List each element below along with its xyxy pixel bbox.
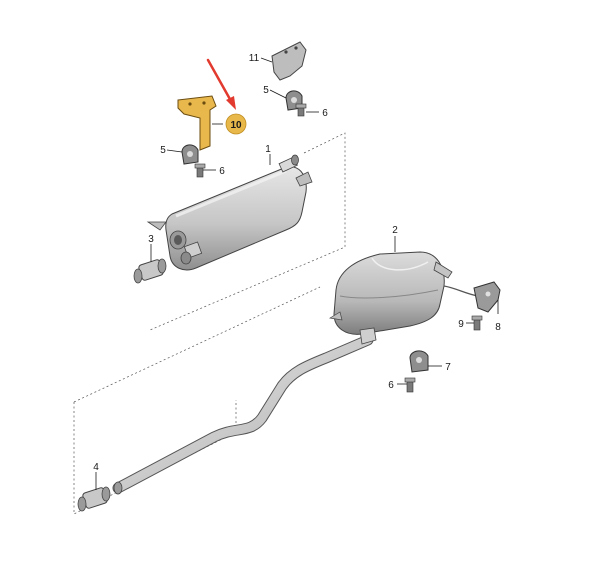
- callout-7: 7: [445, 362, 451, 373]
- exhaust-pipe: [112, 334, 374, 495]
- callout-5-lower: 5: [160, 145, 166, 156]
- bolt-6-middle: [194, 163, 206, 178]
- callout-3: 3: [148, 234, 154, 245]
- callout-11: 11: [249, 53, 260, 64]
- callout-10: 10: [230, 120, 242, 131]
- callout-10-bubble: [225, 113, 247, 135]
- bolt-6-lower: [404, 377, 416, 393]
- callout-8: 8: [495, 322, 501, 333]
- callout-6-middle: 6: [219, 166, 225, 177]
- callout-9: 9: [458, 319, 464, 330]
- center-muffler: [146, 154, 313, 271]
- bracket-8: [473, 281, 501, 313]
- rubber-mount-7: [409, 350, 429, 373]
- rubber-mount-5-lower: [181, 144, 199, 165]
- clamp-3: [133, 258, 167, 284]
- bolt-6-upper: [295, 103, 307, 117]
- leader-lines: [95, 57, 499, 490]
- red-arrow: [206, 58, 236, 110]
- callout-4: 4: [93, 462, 99, 473]
- callout-2: 2: [392, 225, 398, 236]
- callout-6-upper: 6: [322, 108, 328, 119]
- bolt-9: [471, 315, 483, 331]
- callout-5-upper: 5: [263, 85, 269, 96]
- bracket-10-highlighted: [177, 95, 217, 151]
- rear-muffler: [329, 251, 479, 345]
- clamp-4: [77, 486, 111, 512]
- callout-1: 1: [265, 144, 271, 155]
- bracket-11: [271, 41, 307, 81]
- callout-6-lower: 6: [388, 380, 394, 391]
